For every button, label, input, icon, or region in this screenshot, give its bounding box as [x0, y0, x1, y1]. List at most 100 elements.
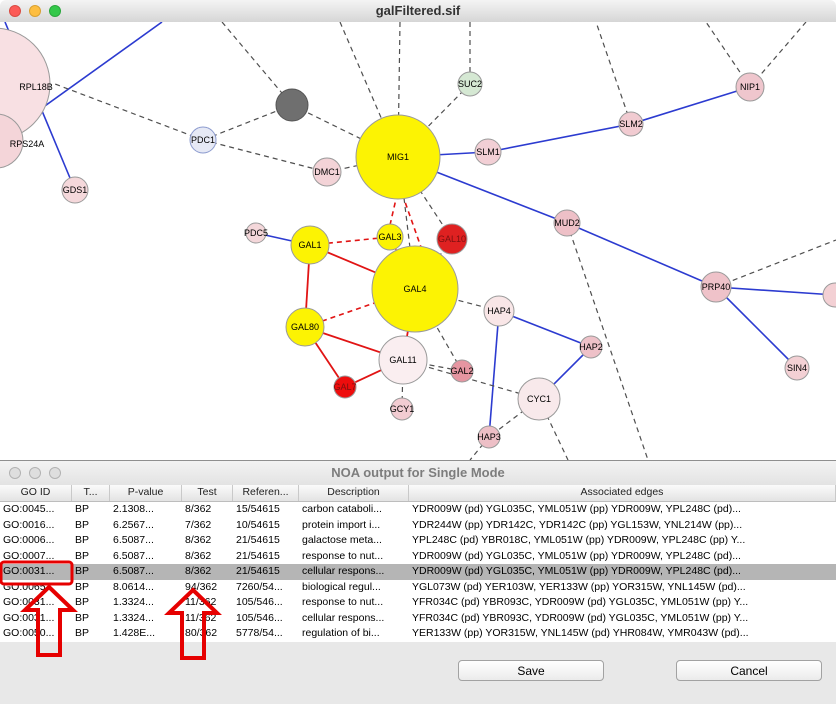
column-header-test[interactable]: Test — [182, 485, 233, 501]
column-header-reference[interactable]: Referen... — [233, 485, 299, 501]
cell-associated_edges: YFR034C (pd) YBR093C, YDR009W (pd) YGL03… — [412, 596, 749, 608]
node-cyc1[interactable] — [517, 377, 561, 421]
node-gal3[interactable] — [376, 223, 404, 251]
column-header-associated_edges[interactable]: Associated edges — [409, 485, 836, 501]
cell-test: 8/362 — [185, 503, 212, 515]
cell-associated_edges: YER133W (pp) YOR315W, YNL145W (pd) YHR08… — [412, 627, 749, 639]
save-button[interactable]: Save — [458, 660, 604, 681]
node-label-pdc5: PDC5 — [244, 228, 268, 238]
edge-blue — [498, 310, 592, 348]
edge-dash — [414, 288, 463, 372]
edge-reddash — [389, 198, 397, 226]
cell-type: BP — [75, 596, 90, 608]
node-gal11[interactable] — [378, 335, 428, 385]
cell-go_id: GO:0045... — [3, 503, 55, 515]
edge-dash — [402, 359, 540, 400]
cell-description: response to nut... — [302, 596, 384, 608]
node-gal2[interactable] — [450, 359, 474, 383]
column-header-type[interactable]: T... — [72, 485, 110, 501]
edge-blue — [715, 286, 798, 369]
node-mig1[interactable] — [355, 114, 441, 200]
node-gal10[interactable] — [436, 223, 468, 255]
close-button[interactable] — [9, 5, 21, 17]
node-label-gcy1: GCY1 — [390, 404, 415, 414]
node-dark[interactable] — [275, 88, 309, 122]
noa-window-titlebar[interactable]: NOA output for Single Mode — [0, 461, 836, 486]
edge-dash — [339, 22, 399, 158]
node-gal7[interactable] — [333, 375, 357, 399]
node-rps24a[interactable] — [0, 113, 24, 169]
node-msn[interactable] — [822, 282, 836, 308]
node-hap4[interactable] — [483, 295, 515, 327]
node-dmc1[interactable] — [312, 157, 342, 187]
cell-test: 80/362 — [185, 627, 218, 639]
cell-reference: 21/54615 — [236, 565, 280, 577]
cell-reference: 5778/54... — [236, 627, 283, 639]
node-label-mud2: MUD2 — [554, 218, 580, 228]
node-gal1[interactable] — [290, 225, 330, 265]
node-gal80[interactable] — [285, 307, 325, 347]
cell-description: biological regul... — [302, 580, 381, 593]
edge-dash — [202, 104, 293, 141]
minimize-button[interactable] — [29, 5, 41, 17]
node-label-hap4: HAP4 — [487, 306, 511, 316]
cell-go_id: GO:0031... — [3, 596, 55, 608]
minimize-button[interactable] — [29, 467, 41, 479]
node-label-cyc1: CYC1 — [527, 394, 551, 404]
network-window-title: galFiltered.sif — [375, 3, 461, 18]
cell-go_id: GO:0065... — [3, 580, 55, 593]
node-pdc1[interactable] — [189, 126, 217, 154]
node-label-pdc1: PDC1 — [191, 135, 215, 145]
cell-type: BP — [75, 627, 90, 639]
node-label-dmc1: DMC1 — [314, 167, 340, 177]
cell-go_id: GO:0031... — [3, 611, 55, 624]
edge-dash — [202, 139, 328, 173]
cancel-button[interactable]: Cancel — [676, 660, 822, 681]
cell-description: response to nut... — [302, 549, 384, 562]
cell-reference: 7260/54... — [236, 580, 283, 593]
cell-description: regulation of bi... — [302, 627, 380, 639]
node-label-gal1: GAL1 — [298, 240, 321, 250]
cell-test: 8/362 — [185, 549, 212, 562]
column-header-description[interactable]: Description — [299, 485, 409, 501]
node-gcy1[interactable] — [390, 397, 414, 421]
cell-p_value: 6.5087... — [113, 549, 154, 562]
node-sin4[interactable] — [784, 355, 810, 381]
node-hap3[interactable] — [477, 425, 501, 449]
node-gds1[interactable] — [61, 176, 89, 204]
node-slm1[interactable] — [474, 138, 502, 166]
node-nip1[interactable] — [735, 72, 765, 102]
node-pdc5[interactable] — [245, 222, 267, 244]
node-suc2[interactable] — [457, 71, 483, 97]
node-hap2[interactable] — [579, 335, 603, 359]
column-header-p_value[interactable]: P-value — [110, 485, 182, 501]
node-prp40[interactable] — [700, 271, 732, 303]
node-gal4[interactable] — [371, 245, 459, 333]
node-mud2[interactable] — [553, 209, 581, 237]
zoom-button[interactable] — [49, 5, 61, 17]
node-slm2[interactable] — [618, 111, 644, 137]
column-header-go_id[interactable]: GO ID — [0, 485, 72, 501]
node-rpl18b[interactable] — [0, 27, 51, 141]
node-label-suc2: SUC2 — [458, 79, 482, 89]
zoom-button[interactable] — [49, 467, 61, 479]
cell-reference: 21/54615 — [236, 549, 280, 562]
edge-dash — [291, 104, 399, 158]
network-window-titlebar[interactable]: galFiltered.sif — [0, 0, 836, 23]
cell-p_value: 1.3324... — [113, 596, 154, 608]
close-button[interactable] — [9, 467, 21, 479]
